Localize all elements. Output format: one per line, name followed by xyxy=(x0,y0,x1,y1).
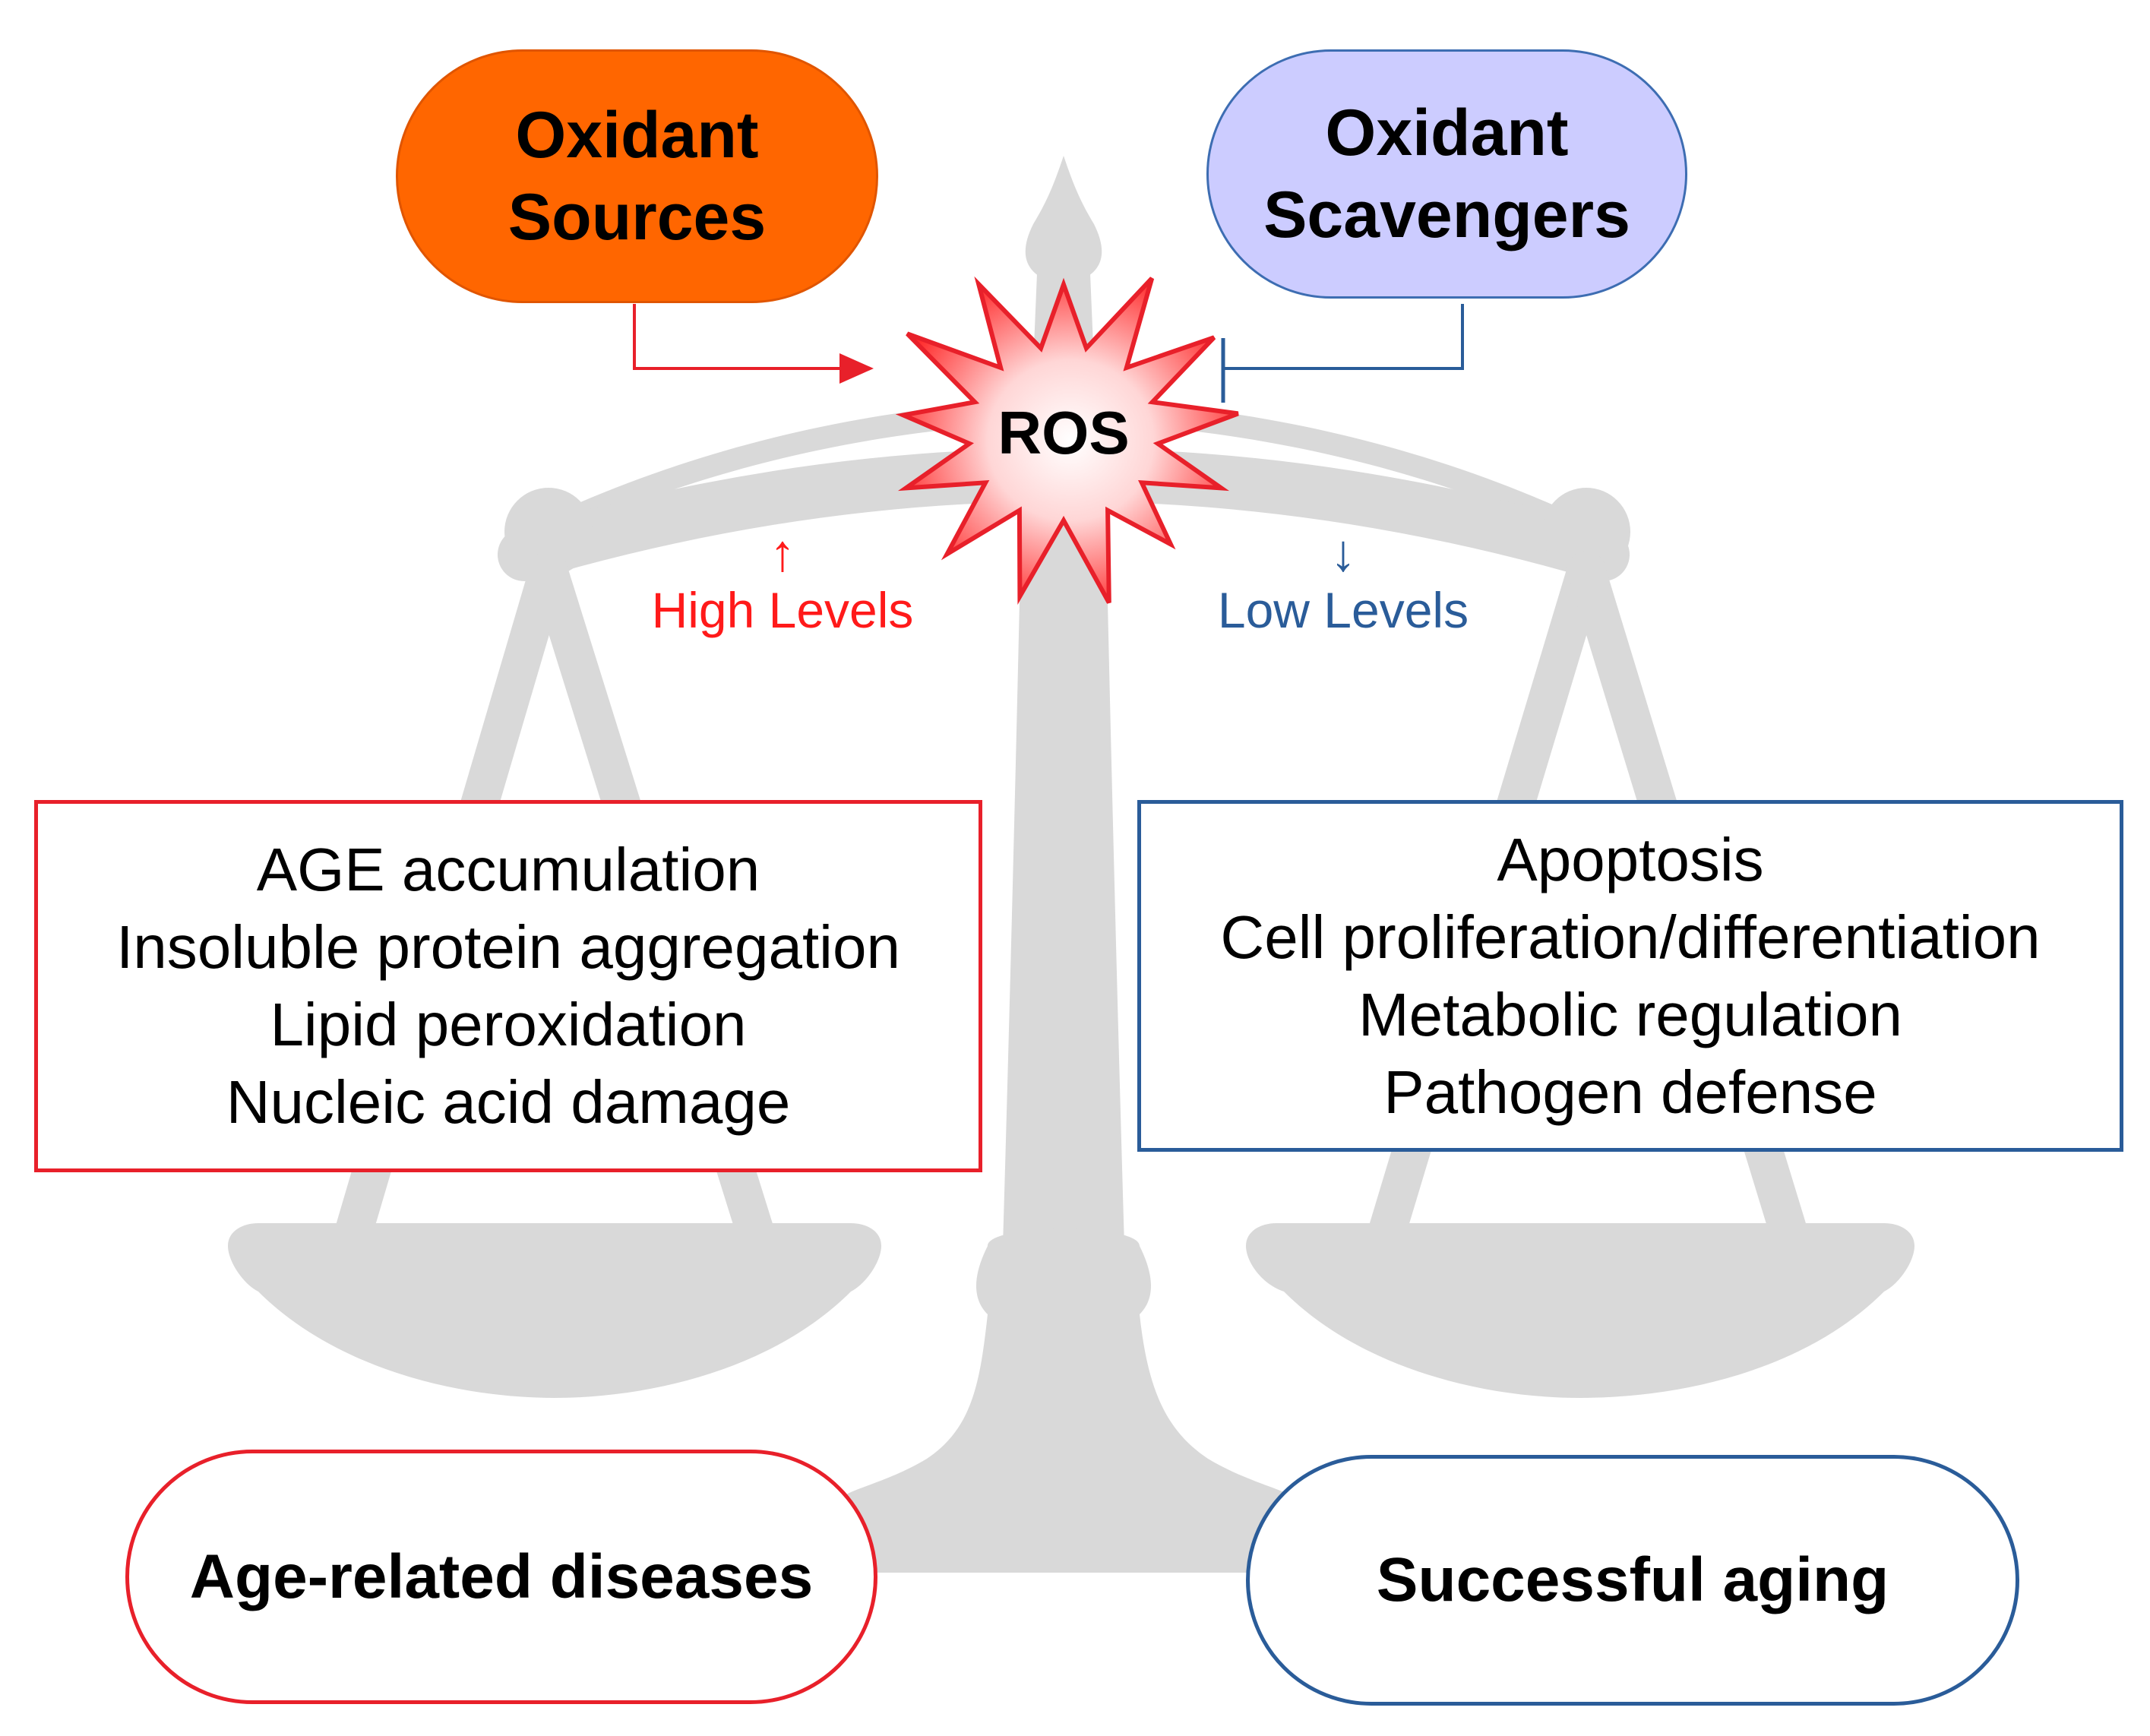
successful-aging-node: Successful aging xyxy=(1246,1455,2019,1706)
oxidant-sources-node: Oxidant Sources xyxy=(396,49,878,303)
age-related-diseases-label: Age-related diseases xyxy=(189,1542,814,1611)
effect-item: Pathogen defense xyxy=(1383,1058,1877,1126)
up-arrow-icon: ↑ xyxy=(770,524,795,582)
successful-aging-label: Successful aging xyxy=(1376,1545,1889,1614)
effect-item: AGE accumulation xyxy=(256,836,760,903)
effect-item: Insoluble protein aggregation xyxy=(116,913,900,981)
down-arrow-icon: ↓ xyxy=(1330,524,1356,582)
high-levels-label: High Levels xyxy=(651,582,914,638)
effect-item: Cell proliferation/differentiation xyxy=(1220,903,2041,971)
age-related-diseases-node: Age-related diseases xyxy=(125,1450,877,1704)
oxidant-scavengers-line2: Scavengers xyxy=(1263,179,1630,251)
oxidant-sources-line1: Oxidant xyxy=(515,99,759,172)
low-levels-label: Low Levels xyxy=(1217,582,1469,638)
low-levels-indicator: ↓ Low Levels xyxy=(1191,526,1495,640)
effect-item: Nucleic acid damage xyxy=(226,1068,791,1136)
oxidant-scavengers-node: Oxidant Scavengers xyxy=(1206,49,1687,299)
ros-label: ROS xyxy=(998,399,1130,466)
oxidant-sources-line2: Sources xyxy=(507,181,767,254)
effect-item: Apoptosis xyxy=(1497,825,1764,893)
low-ros-effects-box: Apoptosis Cell proliferation/differentia… xyxy=(1137,800,2123,1152)
effect-item: Lipid peroxidation xyxy=(270,991,747,1058)
high-levels-indicator: ↑ High Levels xyxy=(631,526,934,640)
effect-item: Metabolic regulation xyxy=(1358,980,1902,1048)
oxidant-scavengers-line1: Oxidant xyxy=(1325,96,1569,169)
high-ros-effects-box: AGE accumulation Insoluble protein aggre… xyxy=(34,800,982,1172)
